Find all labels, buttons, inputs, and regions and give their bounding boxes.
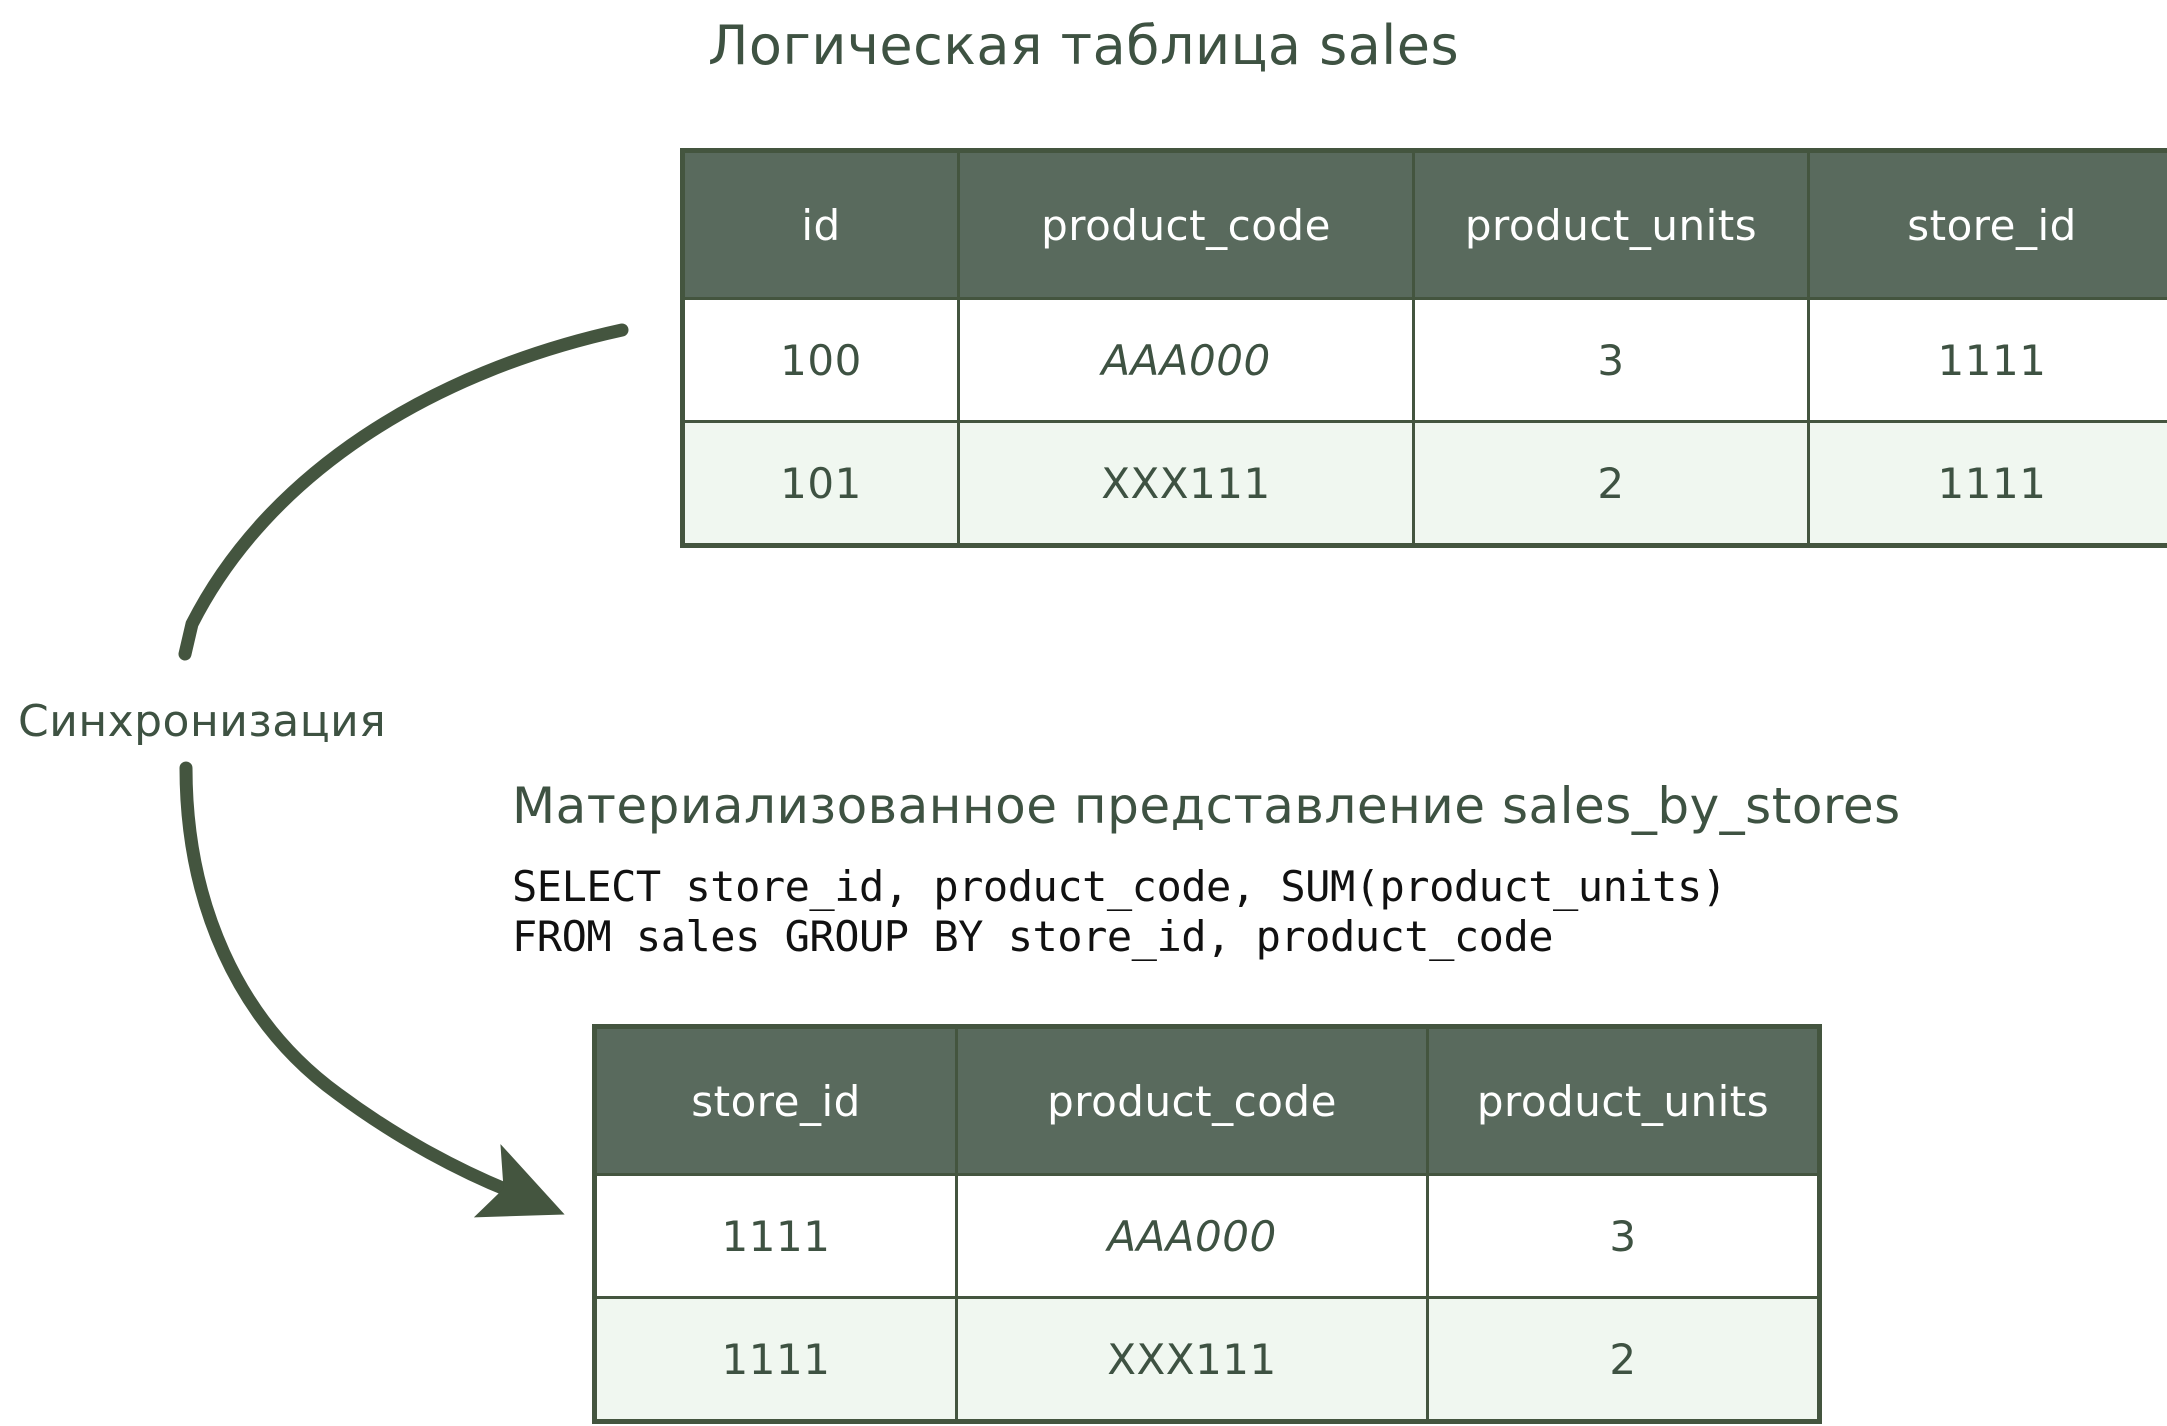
sales-table: id product_code product_units store_id 1… bbox=[680, 148, 2167, 548]
column-header-id: id bbox=[681, 149, 960, 300]
sales-table-title: Логическая таблица sales bbox=[707, 14, 1460, 77]
cell-product-code: XXX111 bbox=[955, 1296, 1429, 1423]
table-row: 101 XXX111 2 1111 bbox=[681, 420, 2167, 547]
cell-store-id: 1111 bbox=[593, 1296, 958, 1423]
cell-store-id: 1111 bbox=[1807, 297, 2167, 423]
cell-store-id: 1111 bbox=[1807, 420, 2167, 547]
table-row: 100 AAA000 3 1111 bbox=[681, 297, 2167, 423]
cell-product-units: 3 bbox=[1426, 1173, 1821, 1299]
column-header-store-id: store_id bbox=[1807, 149, 2167, 300]
table-header-row: store_id product_code product_units bbox=[593, 1025, 1821, 1176]
materialized-view-table: store_id product_code product_units 1111… bbox=[592, 1024, 1822, 1424]
column-header-product-units: product_units bbox=[1412, 149, 1810, 300]
column-header-product-units: product_units bbox=[1426, 1025, 1821, 1176]
cell-product-code: XXX111 bbox=[957, 420, 1415, 547]
sync-arrow-lower-segment bbox=[179, 761, 565, 1218]
table-row: 1111 XXX111 2 bbox=[593, 1296, 1821, 1423]
sync-arrow-upper-segment bbox=[178, 323, 629, 661]
table-header-row: id product_code product_units store_id bbox=[681, 149, 2167, 300]
cell-product-units: 3 bbox=[1412, 297, 1810, 423]
materialized-view-title: Материализованное представление sales_by… bbox=[512, 777, 1901, 835]
column-header-product-code: product_code bbox=[955, 1025, 1429, 1176]
sync-label: Синхронизация bbox=[18, 692, 395, 753]
column-header-product-code: product_code bbox=[957, 149, 1415, 300]
cell-store-id: 1111 bbox=[593, 1173, 958, 1299]
cell-id: 101 bbox=[681, 420, 960, 547]
cell-product-code: AAA000 bbox=[955, 1173, 1429, 1299]
cell-product-code: AAA000 bbox=[957, 297, 1415, 423]
cell-product-units: 2 bbox=[1412, 420, 1810, 547]
sql-query-text: SELECT store_id, product_code, SUM(produ… bbox=[512, 862, 1727, 961]
cell-product-units: 2 bbox=[1426, 1296, 1821, 1423]
column-header-store-id: store_id bbox=[593, 1025, 958, 1176]
table-row: 1111 AAA000 3 bbox=[593, 1173, 1821, 1299]
cell-id: 100 bbox=[681, 297, 960, 423]
